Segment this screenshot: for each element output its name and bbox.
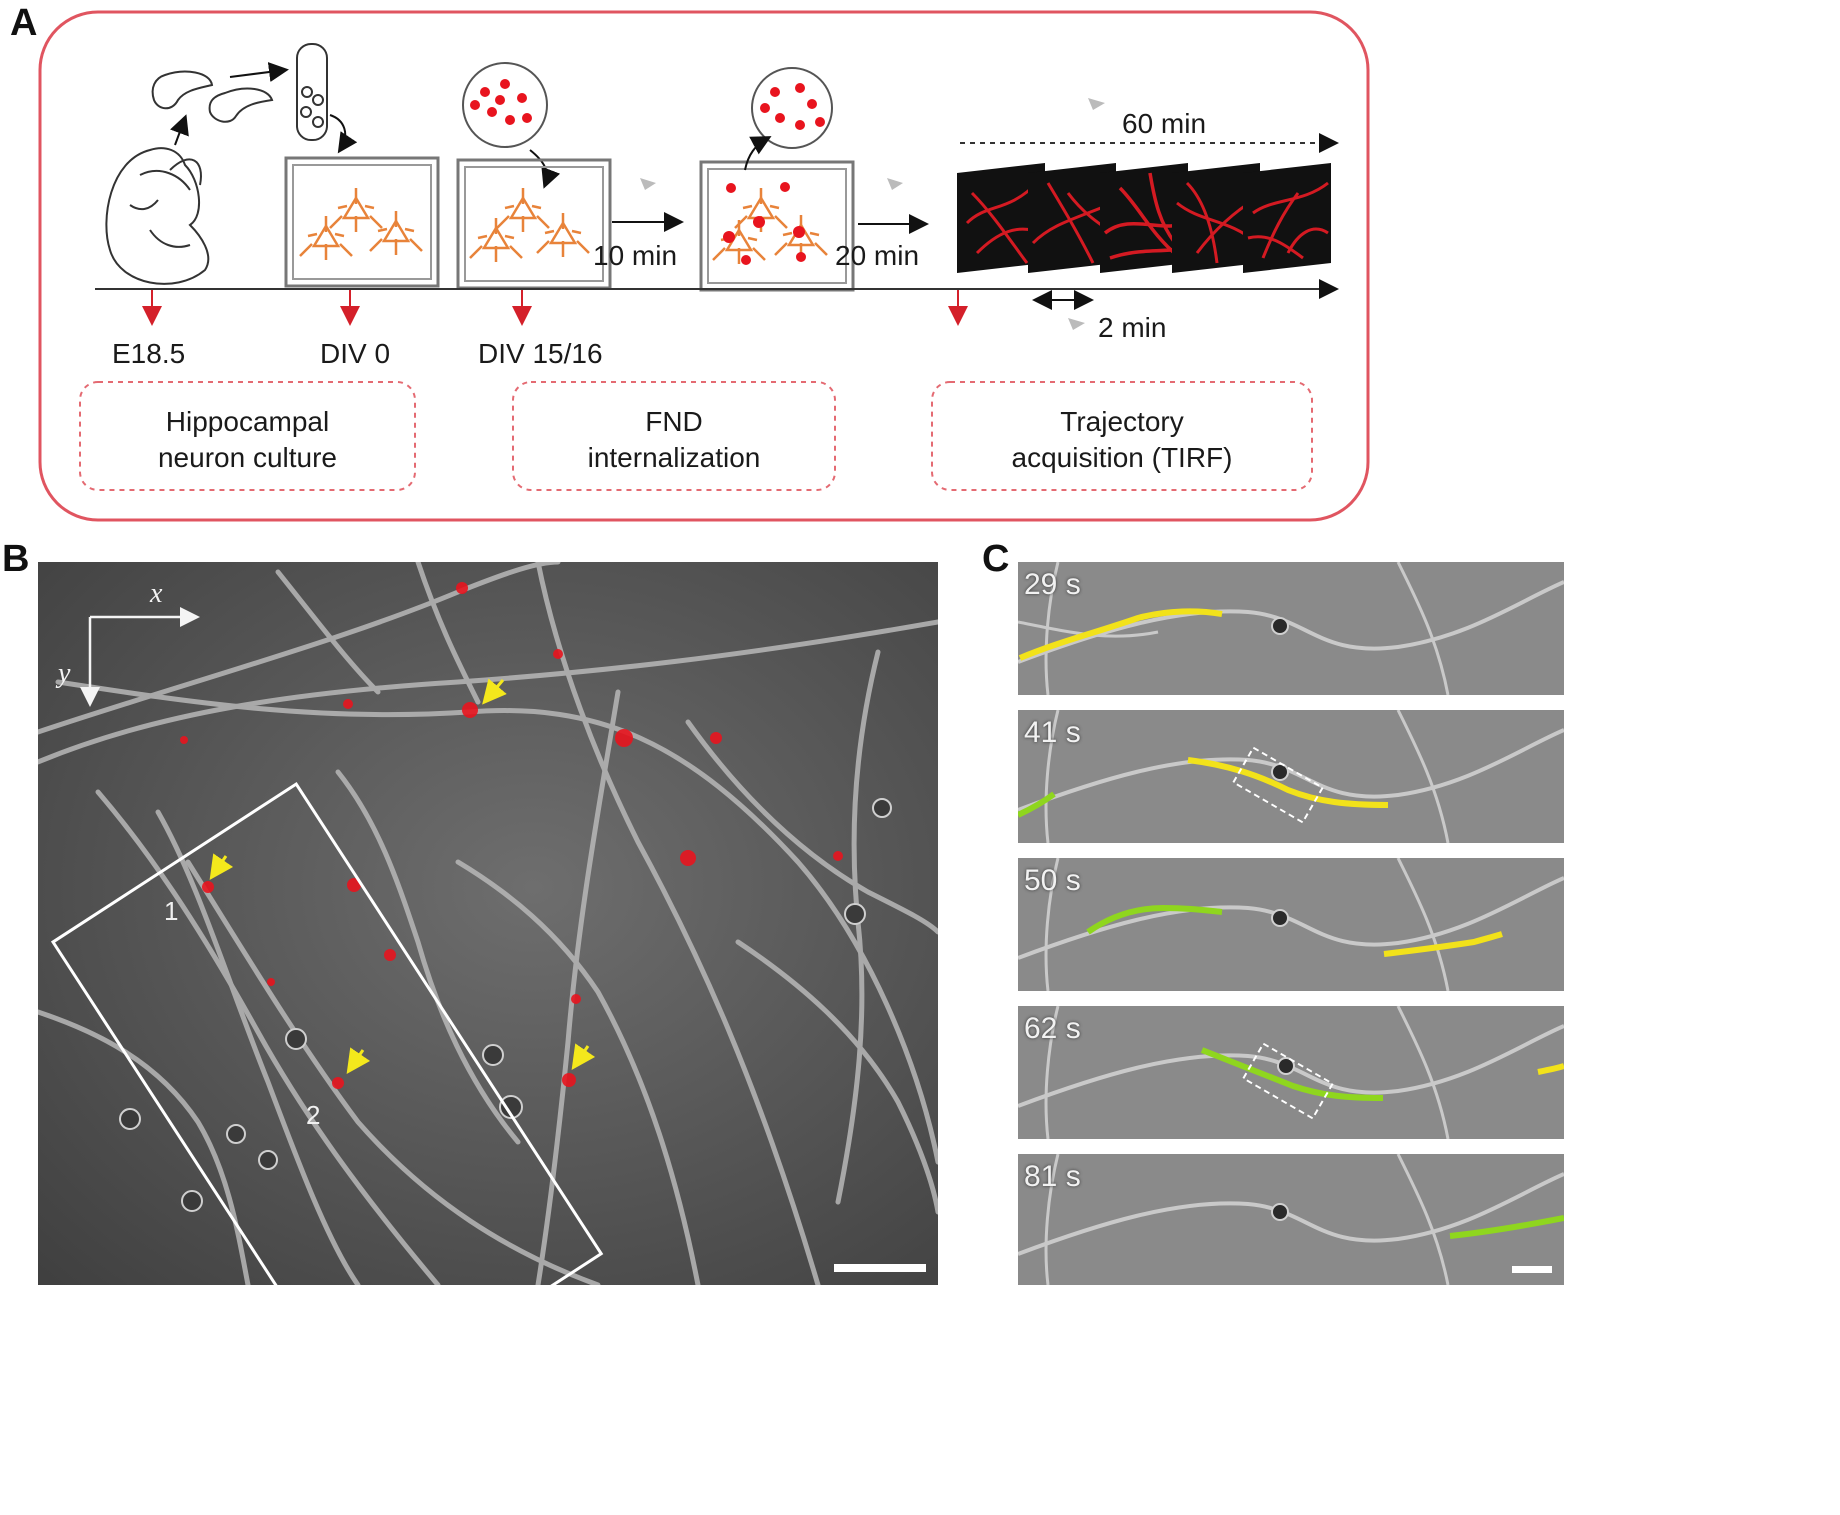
frame-image-50s [1018, 858, 1564, 991]
neuron-network-image [38, 562, 938, 1285]
time-frame-29s: 29 s [1018, 562, 1564, 695]
timeline-markers [142, 290, 968, 326]
frame-time-81s: 81 s [1024, 1160, 1081, 1193]
scale-bar-c [1512, 1266, 1552, 1273]
fnd-suspension-2 [751, 67, 833, 149]
scale-bar [834, 1264, 926, 1272]
time-60-min: 60 min [1122, 108, 1207, 139]
frame-image-81s [1018, 1154, 1564, 1285]
time-frame-62s: 62 s [1018, 1006, 1564, 1139]
panel-b-micrograph: x y 1 2 [38, 562, 938, 1285]
stage-box-acquisition [931, 381, 1313, 491]
stage-label-div0: DIV 0 [320, 338, 391, 369]
time-frame-50s: 50 s [1018, 858, 1564, 991]
frame-time-41s: 41 s [1024, 716, 1081, 749]
test-tube-icon [296, 43, 328, 141]
culture-dish-3 [699, 160, 855, 292]
hippocampus-icons [151, 70, 274, 123]
box-internalization-text: FND internalization [513, 404, 835, 476]
box-culture-line2: neuron culture [157, 442, 337, 473]
particle-label-1: 1 [164, 896, 179, 926]
time-frame-81s: 81 s [1018, 1154, 1564, 1285]
time-2-min: 2 min [1098, 312, 1167, 343]
panel-a-diagram [38, 10, 1370, 522]
stage-box-culture [79, 381, 416, 491]
box-acquisition-text: Trajectory acquisition (TIRF) [932, 404, 1312, 476]
box-internalization-line2: internalization [587, 442, 761, 473]
panel-b-letter: B [2, 538, 30, 580]
tirf-frame-stack [957, 163, 1331, 273]
frame-time-62s: 62 s [1024, 1012, 1081, 1045]
culture-dish-2 [456, 158, 612, 290]
box-acquisition-line1: Trajectory [1060, 406, 1184, 437]
stage-label-div15: DIV 15/16 [478, 338, 603, 369]
frame-time-50s: 50 s [1024, 864, 1081, 897]
axis-y-label: y [58, 658, 71, 689]
panel-a-letter: A [10, 2, 38, 44]
box-internalization-line1: FND [645, 406, 703, 437]
axis-x-label: x [150, 578, 163, 609]
box-acquisition-line2: acquisition (TIRF) [1011, 442, 1233, 473]
frame-image-62s [1018, 1006, 1564, 1139]
stage-label-e18: E18.5 [112, 338, 186, 369]
panel-c-letter: C [982, 538, 1010, 580]
box-culture-line1: Hippocampal [165, 406, 330, 437]
panel-a-frame [38, 10, 1370, 522]
frame-time-29s: 29 s [1024, 568, 1081, 601]
time-20-min: 20 min [835, 240, 920, 271]
panel-c-frames: 29 s 41 s 50 s [1018, 562, 1564, 1285]
time-frame-41s: 41 s [1018, 710, 1564, 843]
frame-image-29s [1018, 562, 1564, 695]
culture-dish-1 [284, 156, 440, 288]
fnd-suspension-1 [462, 62, 548, 148]
box-culture-text: Hippocampal neuron culture [80, 404, 415, 476]
frame-image-41s [1018, 710, 1564, 843]
embryo-icon [105, 147, 210, 285]
time-10-min: 10 min [593, 240, 678, 271]
particle-label-2: 2 [306, 1100, 321, 1130]
stage-box-internalization [512, 381, 836, 491]
